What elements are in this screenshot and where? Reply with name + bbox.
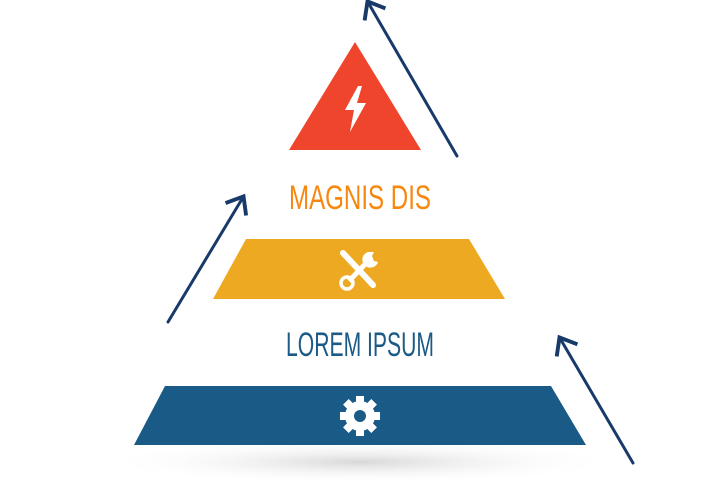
arrow-right	[554, 334, 635, 465]
floor-shadow	[100, 440, 620, 484]
gear-icon	[340, 396, 380, 436]
tools-icon	[339, 250, 378, 291]
arrow-top	[362, 0, 459, 158]
arrow-left	[166, 193, 249, 324]
label-lorem-ipsum: LOREM IPSUM	[286, 326, 434, 364]
label-magnis-dis: MAGNIS DIS	[289, 179, 431, 217]
lightning-icon	[345, 86, 366, 132]
